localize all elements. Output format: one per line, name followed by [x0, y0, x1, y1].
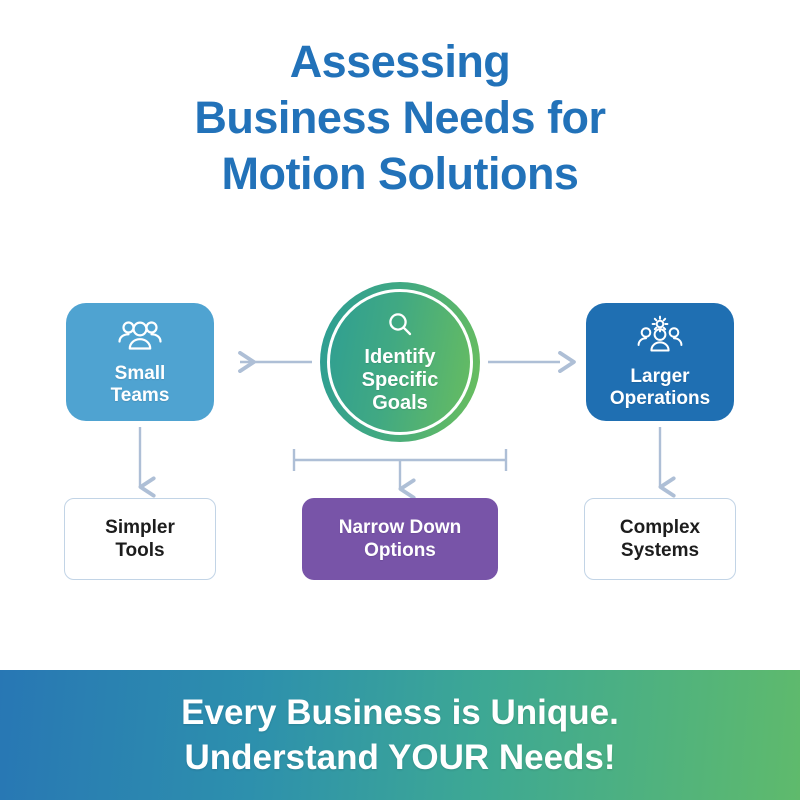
node-narrow-down-options-label: Narrow Down Options — [338, 517, 462, 561]
title-line-2: Business Needs for — [194, 92, 606, 143]
decision-flow-diagram: Small Teams Identify Specific Goals — [0, 255, 800, 615]
node-small-teams[interactable]: Small Teams — [66, 303, 214, 421]
node-identify-specific-goals[interactable]: Identify Specific Goals — [320, 282, 480, 442]
bottom-banner: Every Business is Unique. Understand YOU… — [0, 670, 800, 800]
gear-people-icon — [636, 315, 684, 360]
node-narrow-down-options[interactable]: Narrow Down Options — [302, 498, 498, 580]
node-larger-operations-label: Larger Operations — [609, 365, 711, 409]
title-line-1: Assessing — [289, 36, 511, 87]
node-small-teams-label: Small Teams — [110, 362, 170, 406]
page-title: Assessing Business Needs for Motion Solu… — [0, 34, 800, 202]
node-complex-systems-label: Complex Systems — [619, 517, 701, 561]
center-label: Identify Specific Goals — [361, 345, 439, 414]
node-larger-operations[interactable]: Larger Operations — [586, 303, 734, 421]
node-simpler-tools-label: Simpler Tools — [105, 517, 175, 561]
node-simpler-tools[interactable]: Simpler Tools — [64, 498, 216, 580]
node-complex-systems[interactable]: Complex Systems — [584, 498, 736, 580]
people-group-icon — [117, 318, 163, 357]
title-line-3: Motion Solutions — [221, 148, 579, 199]
magnifier-icon — [362, 310, 439, 345]
banner-line-2: Understand YOUR Needs! — [184, 738, 616, 777]
banner-line-1: Every Business is Unique. — [181, 693, 619, 732]
